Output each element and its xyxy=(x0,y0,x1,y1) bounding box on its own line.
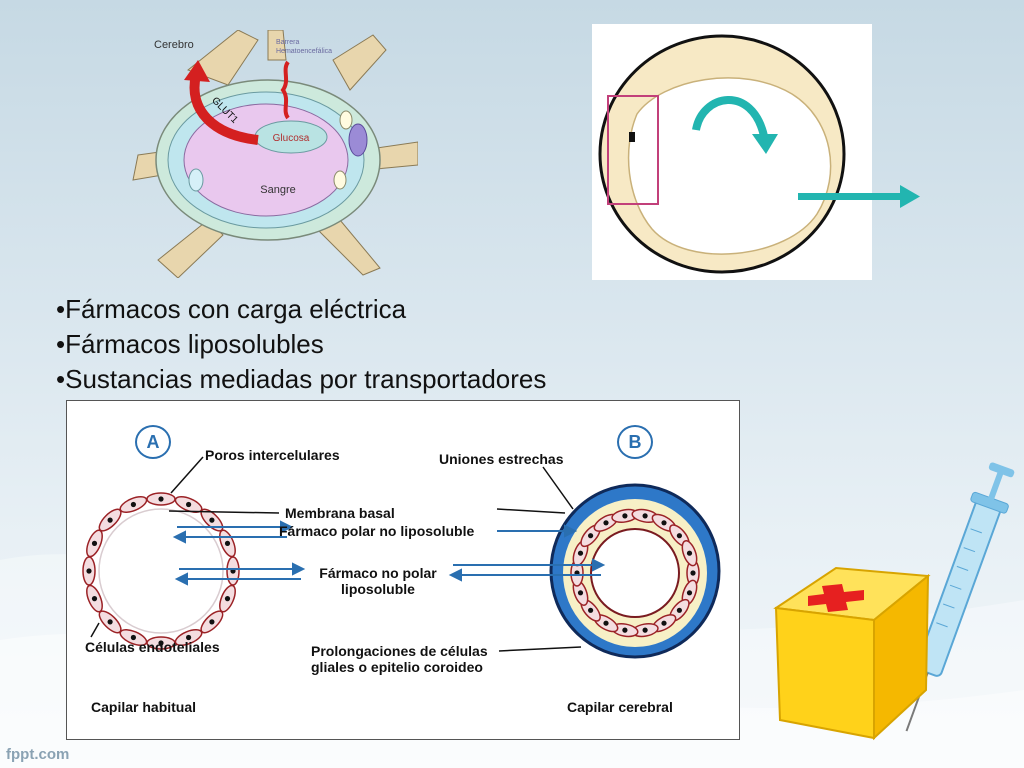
bullet-item: •Fármacos liposolubles xyxy=(56,329,324,359)
label-barrier-2: Hematoencefálica xyxy=(276,48,332,55)
cell-nucleus xyxy=(186,634,192,641)
caption-normal-capillary: Capilar habitual xyxy=(91,699,197,715)
blood-brain-barrier-diagram: Cerebro Barrera Hematoencefálica GLUT1 G… xyxy=(118,29,419,279)
label-tight-junctions: Uniones estrechas xyxy=(439,451,564,467)
normal-capillary-ring xyxy=(82,492,240,650)
diagram-drawing xyxy=(82,456,721,659)
cell-nucleus xyxy=(130,634,136,641)
bullet-list: •Fármacos con carga eléctrica •Fármacos … xyxy=(56,292,546,397)
barrier-bracket xyxy=(280,60,290,120)
cell-nucleus xyxy=(686,590,693,596)
cell-nucleus xyxy=(676,607,683,613)
transport-arrow-head xyxy=(184,60,210,82)
label-a: A xyxy=(135,425,171,459)
label-endothelial: Células endoteliales xyxy=(85,639,220,655)
cell-nucleus xyxy=(224,596,231,602)
label-glial: Prolongaciones de células gliales o epit… xyxy=(311,643,488,675)
label-pores: Poros intercelulares xyxy=(205,447,340,463)
cell-nucleus xyxy=(588,533,594,539)
polar-drug-arrows xyxy=(172,520,578,544)
nonpolar-drug-arrows xyxy=(174,558,606,586)
label-polar-drug: Fármaco polar no liposoluble xyxy=(279,523,475,539)
capillary-comparison-diagram: A B Poros intercelulares Membrana basal … xyxy=(66,400,740,740)
label-nonpolar-drug: Fármaco no polar liposoluble xyxy=(319,565,437,597)
cell-nucleus xyxy=(622,627,628,633)
cell-nucleus xyxy=(130,501,136,508)
cell-nucleus xyxy=(186,501,192,508)
cell-nucleus xyxy=(603,620,609,626)
capillary-section-image xyxy=(592,24,872,280)
cell-nucleus xyxy=(642,627,648,633)
first-aid-box-icon xyxy=(773,566,931,741)
syringe-icon xyxy=(905,462,1015,732)
bullet-item: •Sustancias mediadas por transportadores xyxy=(56,364,547,394)
cell-nucleus xyxy=(158,640,164,646)
brain-capillary-ring xyxy=(549,483,721,659)
cell-nucleus xyxy=(686,550,693,556)
medical-decoration xyxy=(773,462,1015,741)
cell-nucleus xyxy=(107,619,113,625)
cell-nucleus xyxy=(86,568,92,574)
cell-nucleus xyxy=(690,570,696,576)
cell-nucleus xyxy=(577,550,584,556)
cell-nucleus xyxy=(158,496,164,502)
cell-nucleus xyxy=(603,520,609,526)
arrow-right-icon xyxy=(798,185,920,208)
cell-nucleus xyxy=(588,607,594,613)
cell-marker xyxy=(629,132,635,142)
astrocyte-shape xyxy=(132,29,419,279)
curved-arrow-icon xyxy=(692,96,768,138)
label-b: B xyxy=(617,425,653,459)
cell-nucleus xyxy=(333,170,347,190)
cell-nucleus xyxy=(107,517,113,523)
cell-nucleus xyxy=(91,540,98,546)
transport-arrow xyxy=(189,73,259,145)
label-barrier: Barrera xyxy=(276,39,299,46)
bullet-item: •Fármacos con carga eléctrica xyxy=(56,294,407,324)
cell-nucleus xyxy=(661,620,667,626)
cell-nucleus xyxy=(224,540,231,546)
cell-nucleus xyxy=(348,123,368,157)
label-glucose: Glucosa xyxy=(273,133,310,144)
highlight-box xyxy=(607,95,659,205)
label-blood: Sangre xyxy=(260,184,295,196)
cell-nucleus xyxy=(642,513,648,519)
leader-lines xyxy=(90,456,582,652)
cell-nucleus xyxy=(661,520,667,526)
label-basement: Membrana basal xyxy=(285,505,395,521)
curved-arrow-icon xyxy=(752,134,778,154)
cell-nucleus xyxy=(209,619,215,625)
capillary-lumen xyxy=(627,77,832,255)
cell-nucleus xyxy=(209,517,215,523)
cell-nucleus xyxy=(339,110,353,130)
cell-nucleus xyxy=(676,533,683,539)
cell-nucleus xyxy=(622,513,628,519)
cell-nucleus xyxy=(91,596,98,602)
cell-nucleus xyxy=(577,590,584,596)
watermark: fppt.com xyxy=(6,746,70,763)
cell-nucleus xyxy=(188,168,204,192)
label-brain: Cerebro xyxy=(154,39,194,51)
caption-brain-capillary: Capilar cerebral xyxy=(567,699,673,715)
